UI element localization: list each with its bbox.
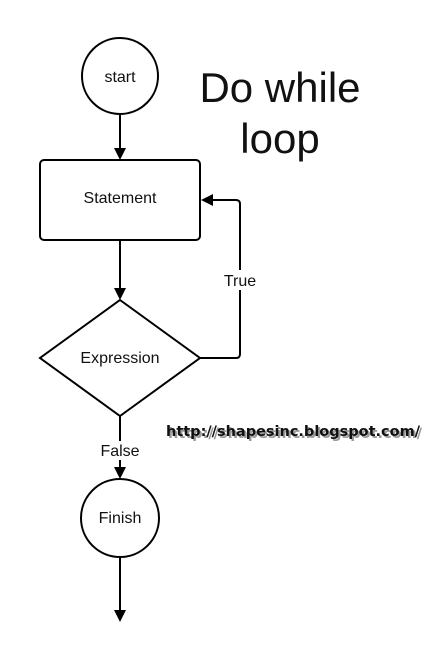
statement-node: Statement [39,159,201,241]
finish-label: Finish [99,510,142,527]
title-line-1: Do while [199,64,360,111]
true-label-bg [219,270,261,290]
statement-label: Statement [84,190,157,207]
finish-node: Finish [80,478,160,558]
watermark-url: http://shapesinc.blogspot.com/ [166,424,421,440]
false-label: False [100,443,139,460]
false-label-bg [96,441,144,460]
title-line-2: loop [240,115,319,162]
start-node: start [81,37,159,115]
true-label: True [224,273,256,290]
expression-label: Expression [80,350,159,367]
watermark-url-shadow: http://shapesinc.blogspot.com/ [168,426,423,442]
start-label: start [104,69,136,86]
expression-node: Expression [38,298,202,418]
